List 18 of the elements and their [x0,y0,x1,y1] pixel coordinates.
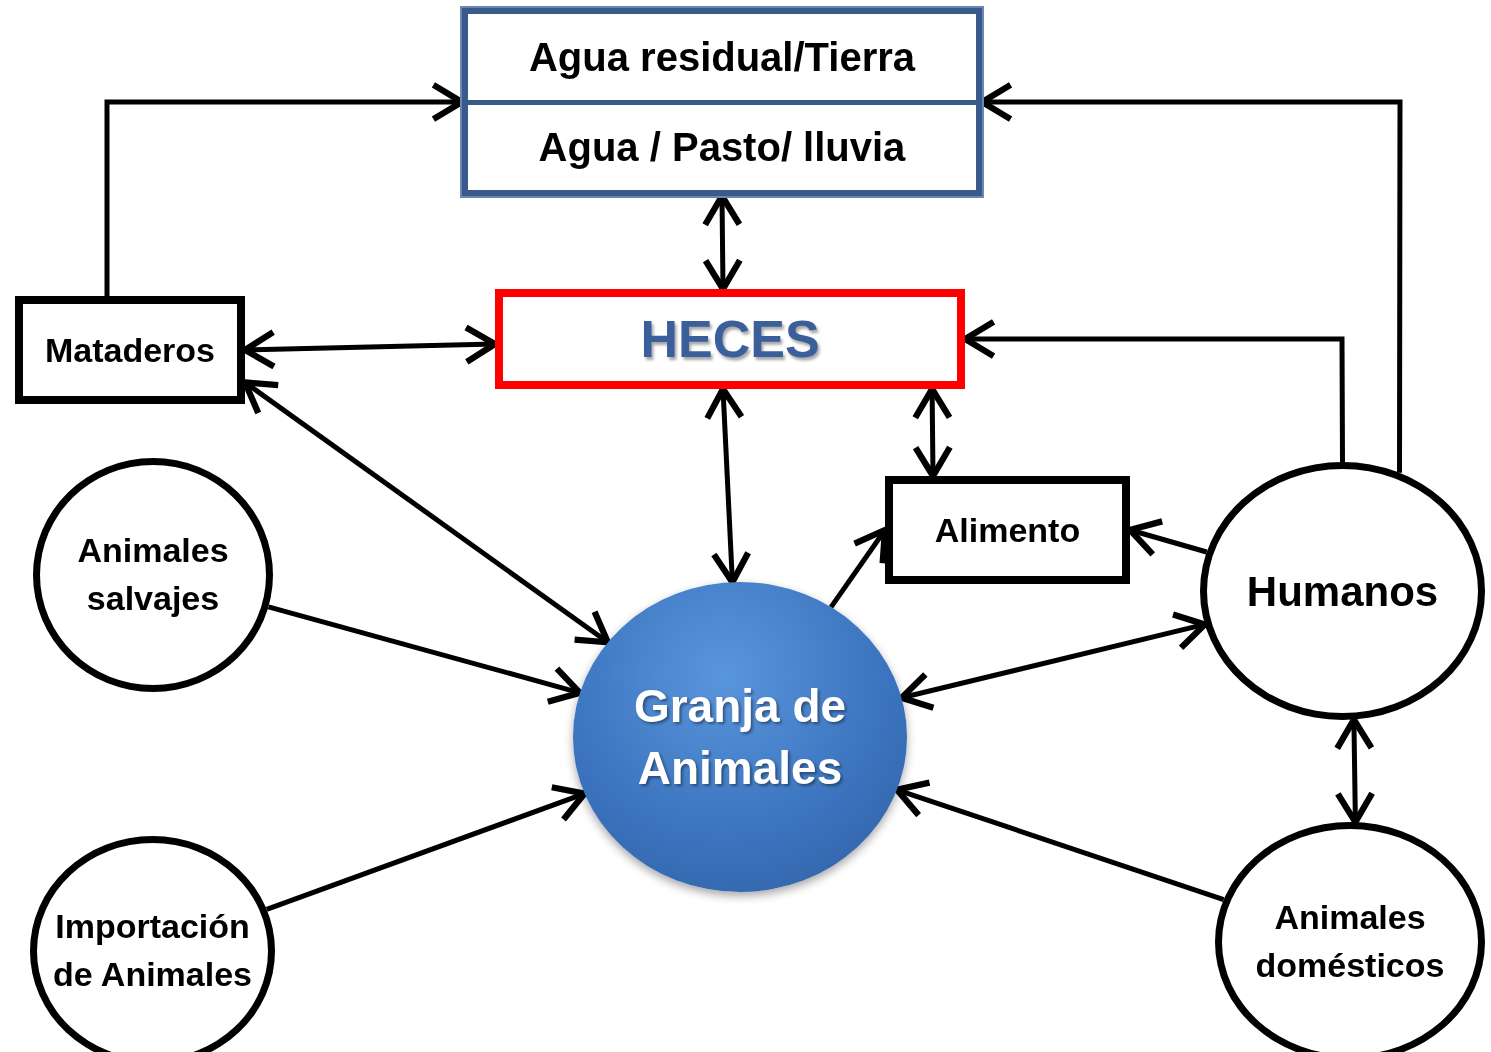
arrow [267,604,584,705]
node-label: Agua residual/Tierra [528,33,916,81]
arrow [898,611,1208,711]
node-label: Agua / Pasto/ lluvia [538,124,906,172]
node-label: Animales domésticos [1254,897,1446,986]
arrow [893,779,1225,902]
process-box [462,8,982,196]
node-label: Mataderos [44,329,216,371]
node-label: HECES [640,309,820,370]
process-box [885,476,1130,584]
node-label: Granja de Animales [632,678,848,796]
process-box [495,289,965,389]
arrow [265,784,588,912]
node-label: Humanos [1246,566,1439,617]
node-label: Animales salvajes [76,530,230,619]
process-box [15,296,245,404]
node-label: Importación de Animales [51,906,253,995]
node-label: Alimento [934,509,1081,551]
